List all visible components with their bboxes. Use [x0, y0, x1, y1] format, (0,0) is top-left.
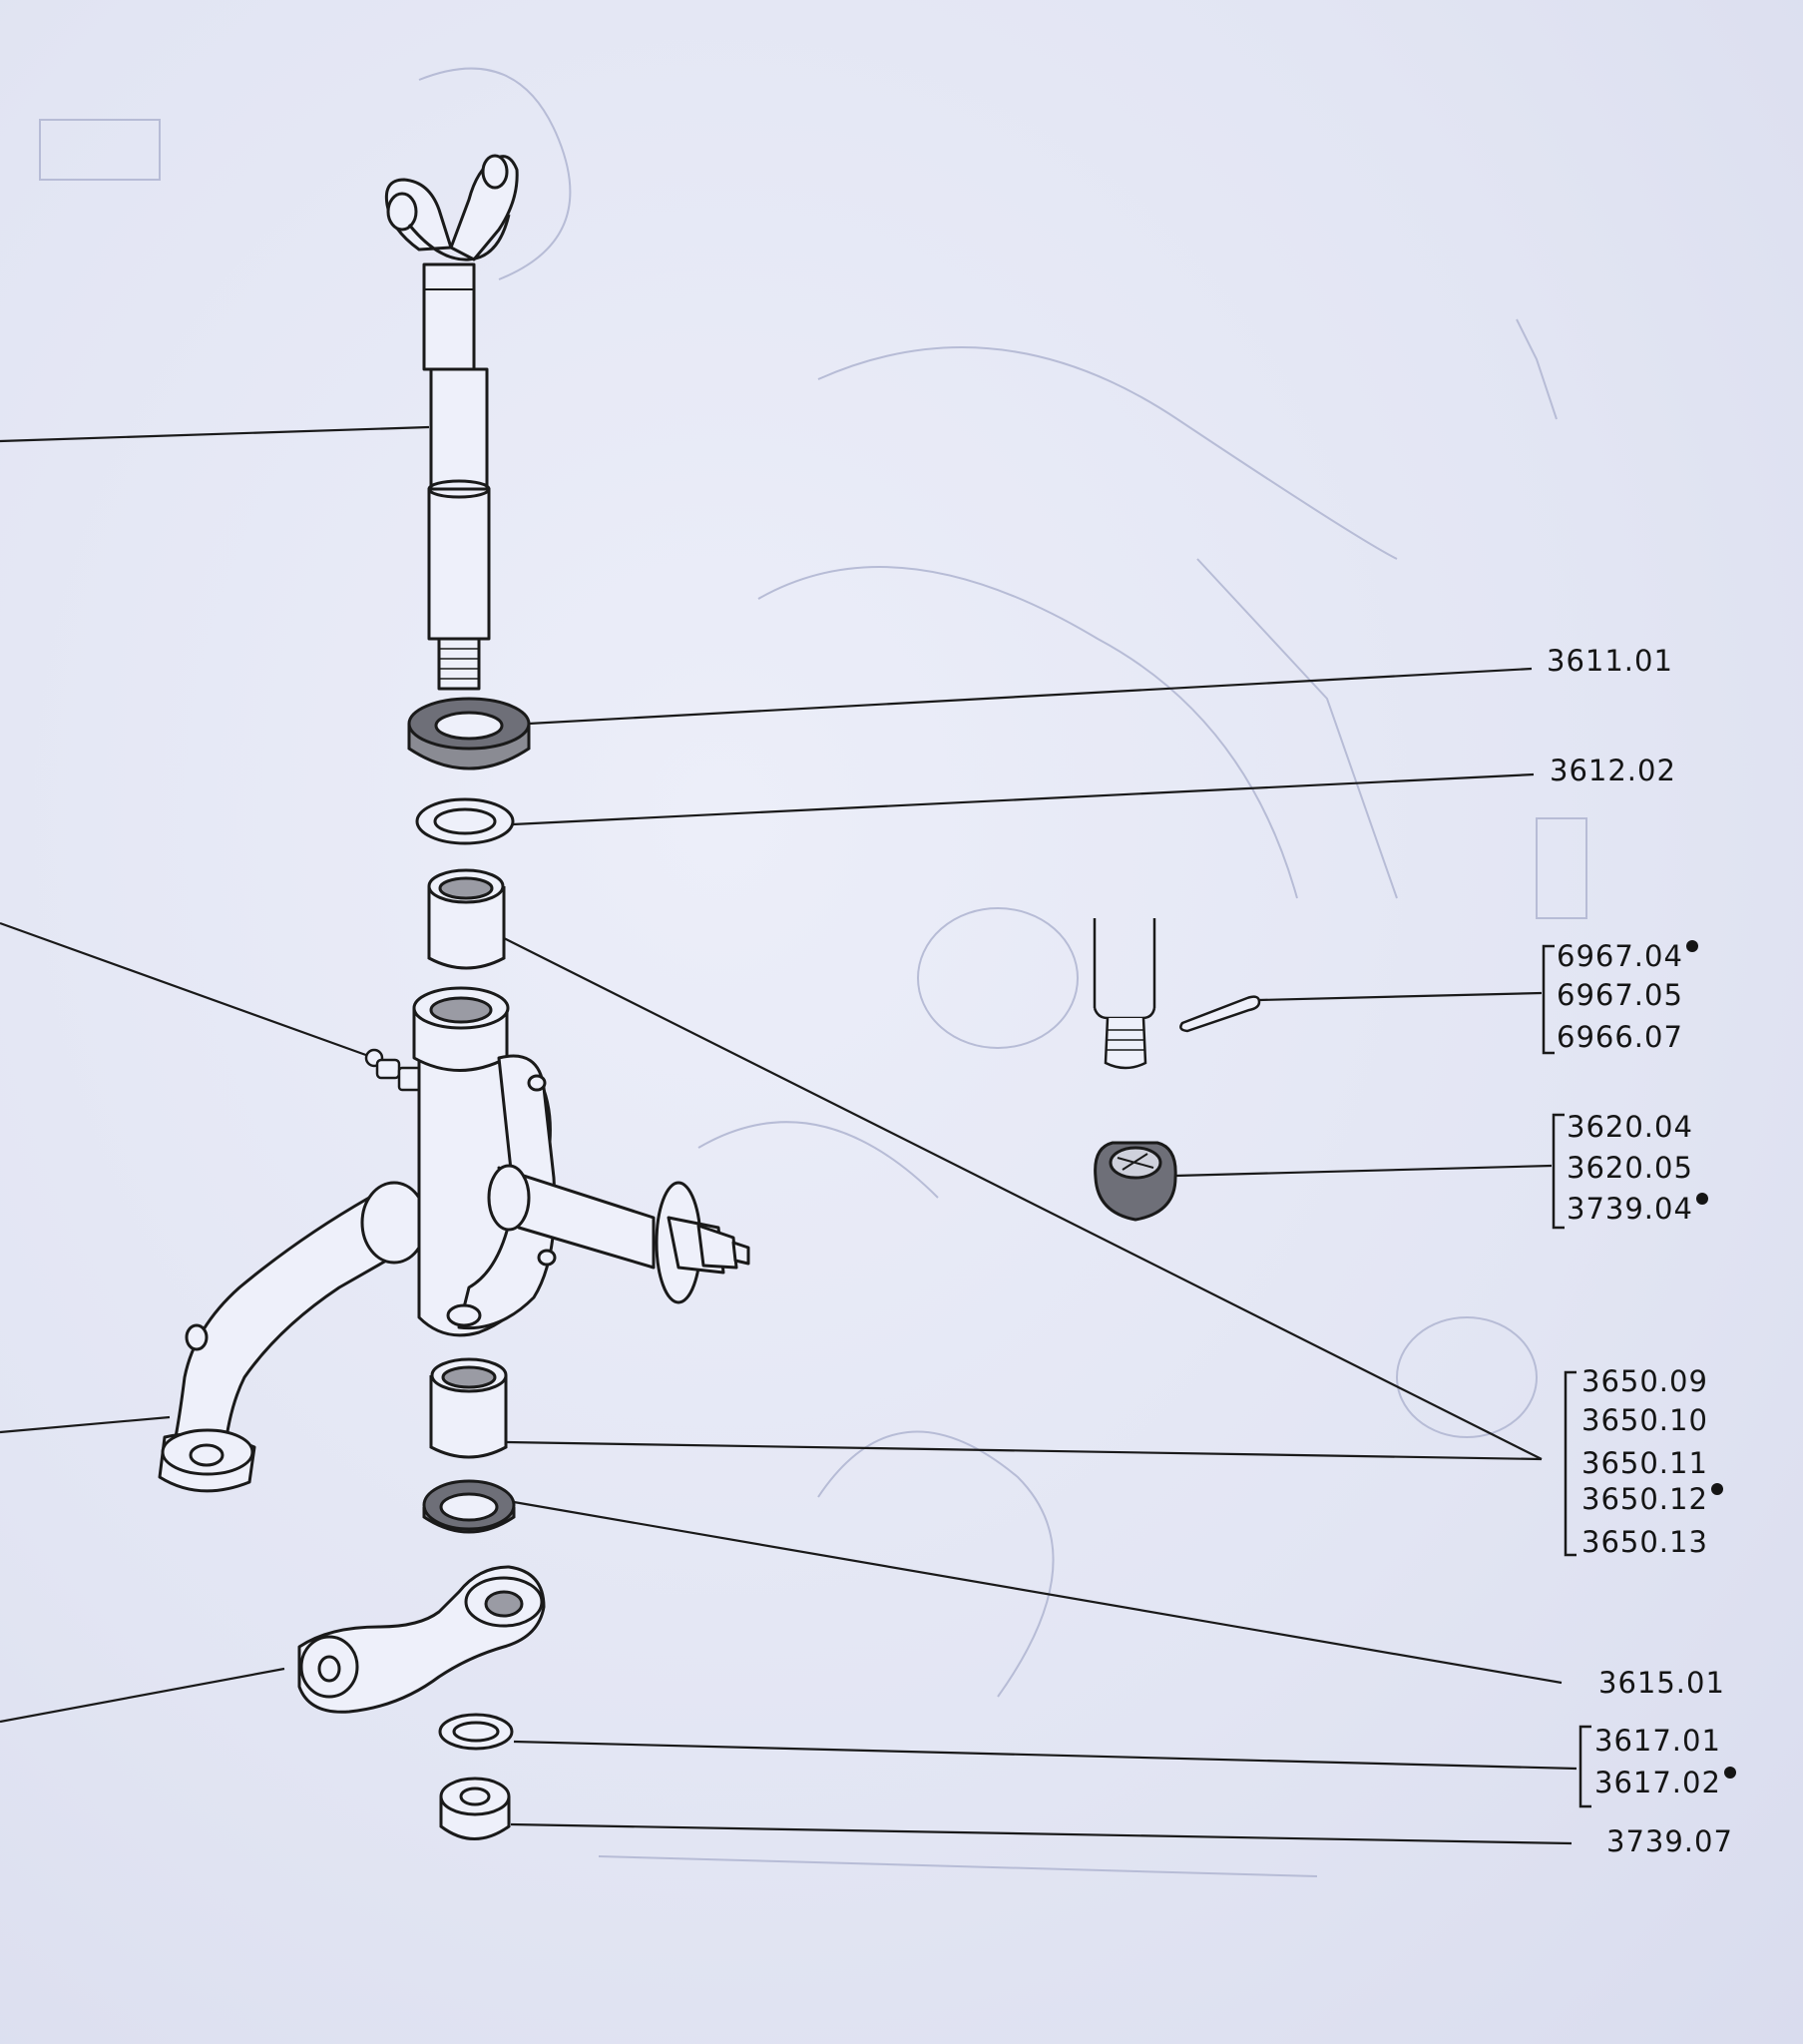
- label-3612-02: 3612.02: [1550, 754, 1676, 787]
- label-3617-02: 3617.02: [1594, 1767, 1736, 1797]
- label-3650-09: 3650.09: [1581, 1364, 1708, 1398]
- label-3617-01: 3617.01: [1594, 1724, 1721, 1758]
- label-3650-11: 3650.11: [1581, 1446, 1708, 1480]
- cotter-pin: [1179, 995, 1261, 1033]
- bullet-mark: [1723, 1767, 1736, 1779]
- nut-3739-07: [439, 1777, 511, 1840]
- bullet-mark: [1685, 940, 1698, 952]
- kingpin-end-detail: [1093, 918, 1156, 1070]
- label-3739-07: 3739.07: [1606, 1824, 1733, 1858]
- label-3620-05: 3620.05: [1567, 1151, 1693, 1185]
- steering-knuckle: [158, 986, 750, 1493]
- grease-nipple: [364, 1048, 423, 1092]
- label-3615-01: 3615.01: [1598, 1666, 1725, 1700]
- kingpin-with-yoke: [384, 154, 519, 691]
- bullet-mark: [1695, 1193, 1708, 1205]
- shim-washer-3612: [415, 797, 515, 845]
- bleed-through-background: [39, 67, 1587, 1877]
- seal-washer-3615: [422, 1479, 516, 1534]
- label-3650-13: 3650.13: [1581, 1525, 1708, 1559]
- washer-3617: [438, 1713, 514, 1751]
- label-6966-07: 6966.07: [1557, 1020, 1683, 1054]
- leader-lines-right: [503, 667, 1578, 1845]
- leader-lines-left: [0, 425, 430, 1724]
- label-6967-04: 6967.04: [1557, 940, 1698, 971]
- castle-nut: [1094, 1141, 1177, 1222]
- label-3650-12: 3650.12: [1581, 1483, 1723, 1514]
- label-6967-05: 6967.05: [1557, 978, 1683, 1012]
- lower-steering-arm: [297, 1565, 546, 1714]
- lower-bushing: [429, 1357, 508, 1459]
- group-brackets: [1542, 944, 1591, 1808]
- label-3650-10: 3650.10: [1581, 1403, 1708, 1437]
- upper-bushing: [427, 868, 506, 970]
- label-3739-04: 3739.04: [1567, 1193, 1708, 1224]
- bullet-mark: [1710, 1483, 1723, 1495]
- label-3620-04: 3620.04: [1567, 1110, 1693, 1144]
- label-3611-01: 3611.01: [1547, 644, 1673, 678]
- thrust-washer-3611: [407, 697, 531, 770]
